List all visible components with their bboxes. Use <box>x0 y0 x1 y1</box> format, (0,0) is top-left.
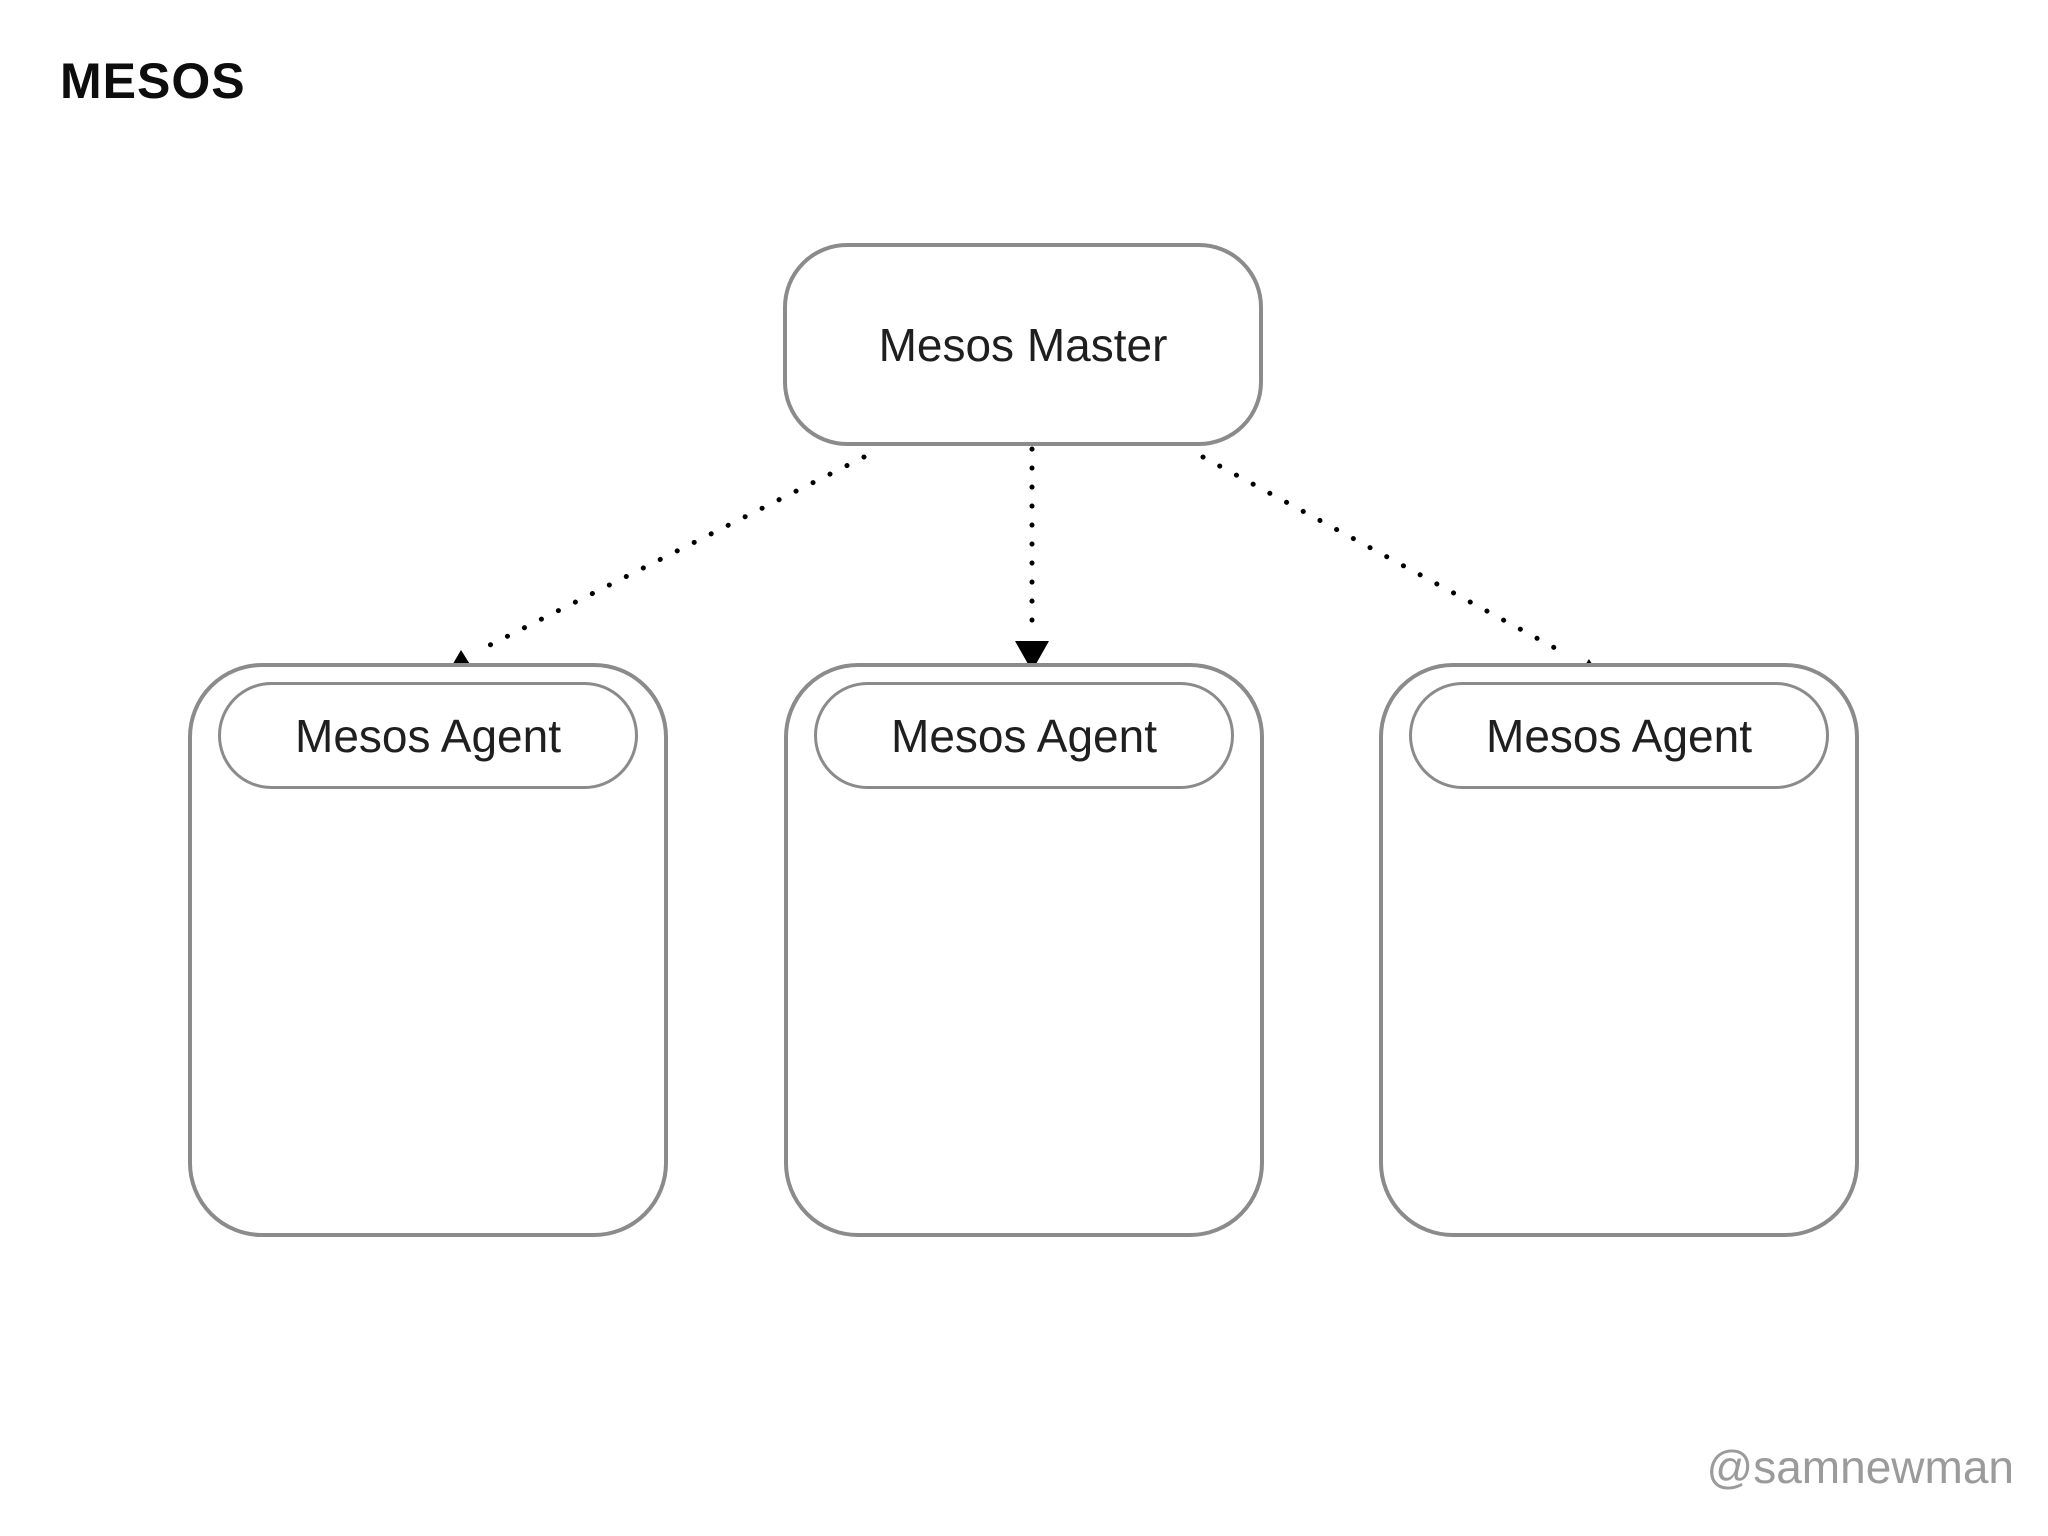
mesos-agent-node-2: Mesos Agent <box>784 663 1264 1237</box>
agent-title-pill-1: Mesos Agent <box>218 682 638 789</box>
agent-title-pill-2: Mesos Agent <box>814 682 1234 789</box>
mesos-agent-node-3: Mesos Agent <box>1379 663 1859 1237</box>
dotted-line-master-to-agent-1 <box>485 454 867 649</box>
mesos-agent-label-2: Mesos Agent <box>891 709 1157 762</box>
author-watermark: @samnewman <box>1706 1441 2014 1493</box>
mesos-master-label: Mesos Master <box>878 318 1168 371</box>
mesos-agent-label-1: Mesos Agent <box>295 709 561 762</box>
agent-title-pill-3: Mesos Agent <box>1409 682 1829 789</box>
page-title: MESOS <box>60 53 246 109</box>
mesos-agent-label-3: Mesos Agent <box>1486 709 1752 762</box>
mesos-master-node: Mesos Master <box>783 243 1263 446</box>
dotted-line-master-to-agent-3 <box>1200 454 1569 657</box>
mesos-agent-node-1: Mesos Agent <box>188 663 668 1237</box>
